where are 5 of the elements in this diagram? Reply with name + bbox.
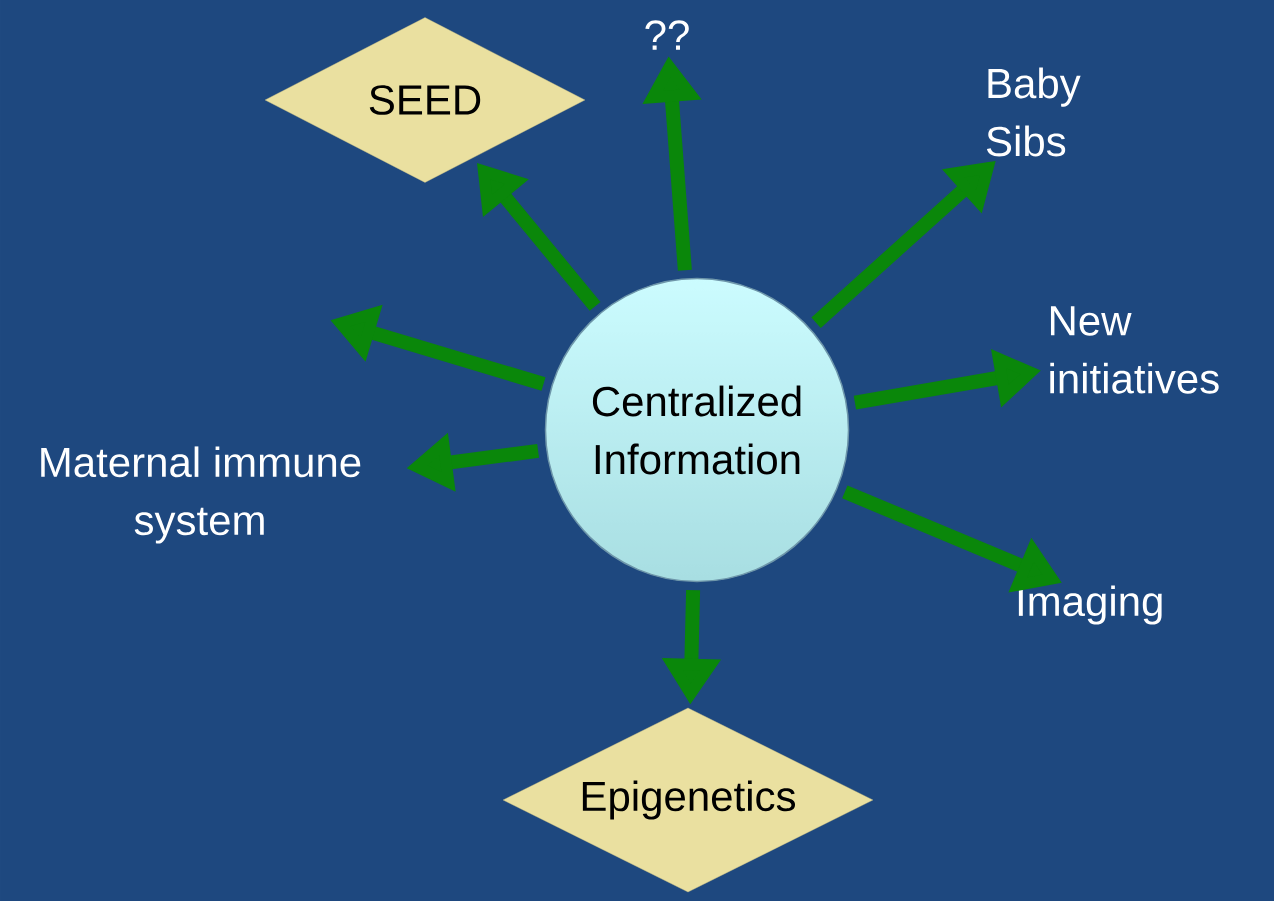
node-label: New initiatives bbox=[1050, 306, 1219, 394]
node-label: Maternal immune system bbox=[41, 446, 361, 544]
node-label: Baby Sibs bbox=[986, 67, 1081, 157]
node-label: Imaging bbox=[1018, 585, 1162, 625]
node-label: ?? bbox=[645, 20, 689, 50]
